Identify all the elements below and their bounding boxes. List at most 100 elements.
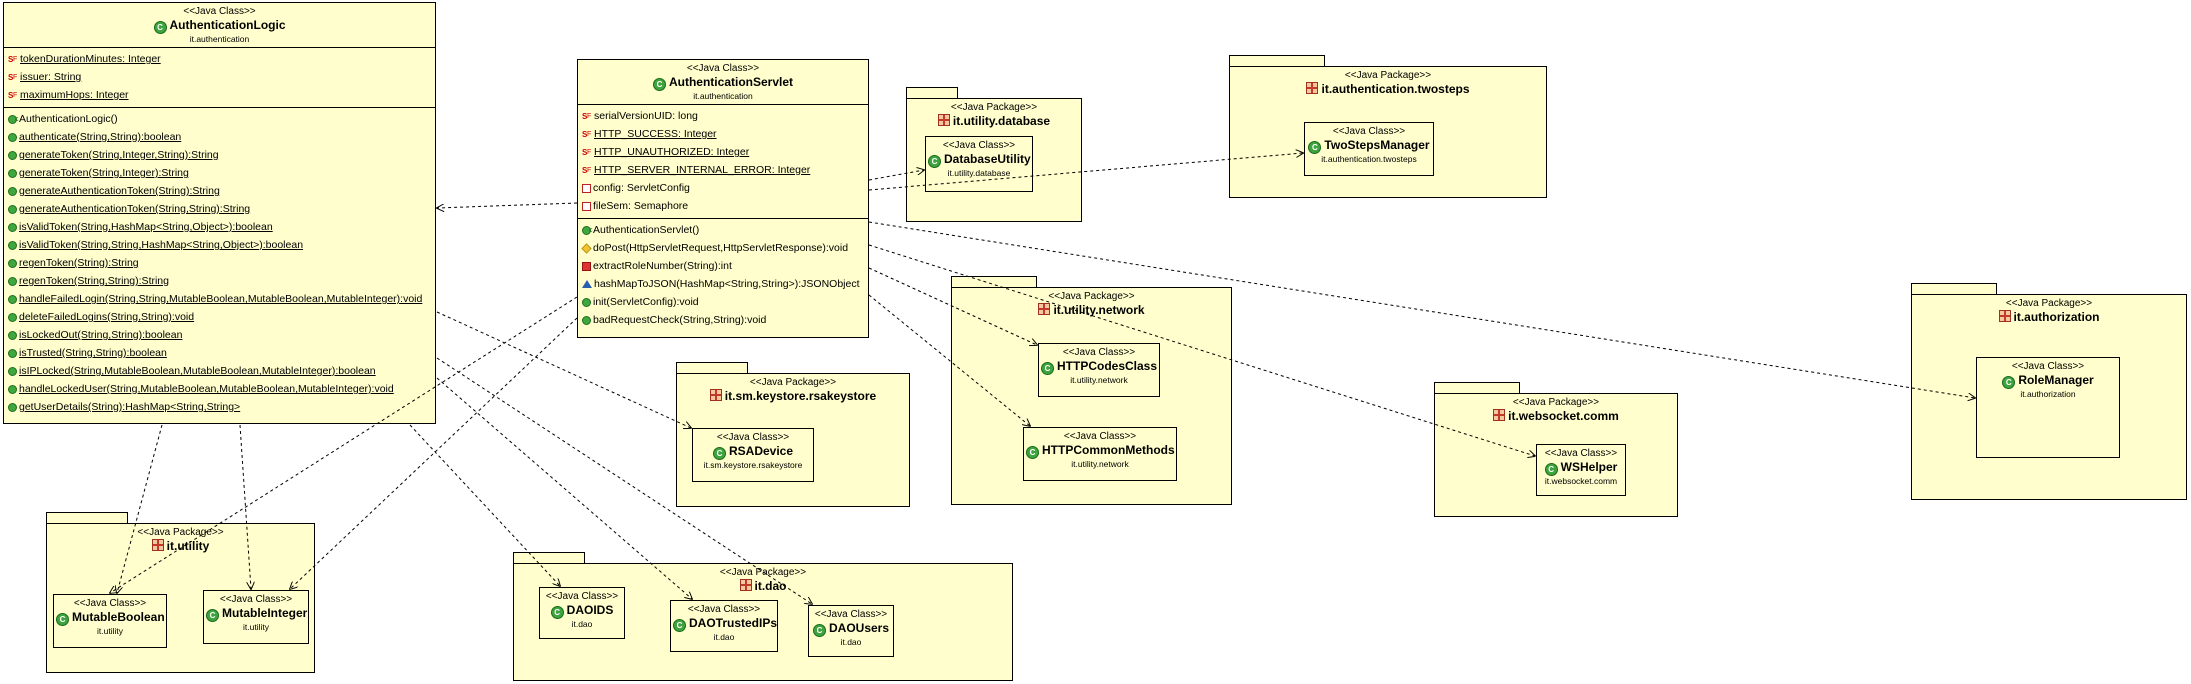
class-stereotype: <<Java Class>> [942,140,1016,151]
field-row[interactable]: fileSem: Semaphore [582,197,865,215]
method-row[interactable]: regenToken(String,String):String [8,272,432,290]
package-stereotype: <<Java Package>> [2005,298,2093,309]
method-row[interactable]: generateToken(String,Integer):String [8,164,432,182]
class-package: it.utility [97,626,123,636]
class-stereotype: <<Java Class>> [2011,361,2085,372]
class-package: it.authentication [693,91,753,101]
class-package: it.authorization [2020,389,2076,399]
field-row[interactable]: tokenDurationMinutes: Integer [8,50,432,69]
static-final-icon [582,144,592,162]
public-method-icon [8,150,17,160]
class-package: it.dao [840,637,862,647]
method-label: generateToken(String,Integer):String [19,167,189,179]
class-icon: C [928,155,941,168]
method-row[interactable]: getUserDetails(String):HashMap<String,St… [8,398,432,416]
method-row[interactable]: generateToken(String,Integer,String):Str… [8,146,432,164]
private-method-icon [582,261,591,271]
field-label: serialVersionUID: long [594,110,698,122]
package-stereotype: <<Java Package>> [137,527,224,538]
method-row[interactable]: isLockedOut(String,String):boolean [8,326,432,344]
field-row[interactable]: HTTP_SUCCESS: Integer [582,125,865,144]
method-row[interactable]: isIPLocked(String,MutableBoolean,Mutable… [8,362,432,380]
method-label: generateAuthenticationToken(String):Stri… [19,185,220,197]
method-row[interactable]: doPost(HttpServletRequest,HttpServletRes… [581,239,865,257]
package-stereotype: <<Java Package>> [1344,70,1432,81]
method-row[interactable]: badRequestCheck(String,String):void [582,311,865,329]
method-label: handleLockedUser(String,MutableBoolean,M… [19,383,394,395]
method-row[interactable]: handleLockedUser(String,MutableBoolean,M… [8,380,432,398]
field-row[interactable]: HTTP_SERVER_INTERNAL_ERROR: Integer [582,161,865,180]
package-stereotype: <<Java Package>> [1512,397,1600,408]
static-final-icon [582,126,592,144]
method-row[interactable]: generateAuthenticationToken(String):Stri… [8,182,432,200]
field-row[interactable]: HTTP_UNAUTHORIZED: Integer [582,143,865,162]
field-row[interactable]: issuer: String [8,68,432,87]
class-name: TwoStepsManager [1324,138,1430,152]
package-method-icon [582,280,592,288]
method-row[interactable]: regenToken(String):String [8,254,432,272]
static-final-icon [582,162,592,180]
method-row[interactable]: AuthenticationLogic() [8,110,432,129]
class-name: RoleManager [2018,373,2094,387]
class-name: DAOIDS [566,603,614,617]
field-row[interactable]: serialVersionUID: long [582,107,865,126]
class-package: it.utility [243,622,269,632]
package-icon [709,389,722,401]
method-row[interactable]: isValidToken(String,String,HashMap<Strin… [8,236,432,254]
package-tab [513,552,585,563]
static-final-icon [8,51,18,69]
public-method-icon [582,297,591,307]
public-method-icon [8,186,17,196]
class-package: it.utility.network [1070,375,1128,385]
method-row[interactable]: authenticate(String,String):boolean [8,128,432,146]
class-package: it.dao [571,619,593,629]
class-stereotype: <<Java Class>> [687,604,761,615]
field-row[interactable]: maximumHops: Integer [8,86,432,105]
class-icon: C [153,21,167,34]
method-row[interactable]: extractRoleNumber(String):int [582,257,865,275]
method-row[interactable]: hashMapToJSON(HashMap<String,String>):JS… [582,275,865,293]
method-row[interactable]: init(ServletConfig):void [582,293,865,311]
package-name: it.authorization [2013,310,2100,324]
method-label: init(ServletConfig):void [593,296,699,308]
class-icon: C [1026,446,1039,459]
method-label: regenToken(String,String):String [19,275,169,287]
class-stereotype: <<Java Class>> [686,63,760,74]
edge-servlet-to-logic [437,202,578,208]
class-stereotype: <<Java Class>> [183,6,256,17]
method-row[interactable]: generateAuthenticationToken(String,Strin… [8,200,432,218]
method-row[interactable]: handleFailedLogin(String,String,MutableB… [8,290,432,308]
field-label: maximumHops: Integer [20,89,129,101]
class-icon: C [652,78,666,91]
class-stereotype: <<Java Class>> [219,594,293,605]
public-method-icon [8,294,17,304]
method-row[interactable]: deleteFailedLogins(String,String):void [8,308,432,326]
method-row[interactable]: isTrusted(String,String):boolean [8,344,432,362]
method-row[interactable]: isValidToken(String,HashMap<String,Objec… [8,218,432,236]
package-name: it.utility.network [1053,303,1145,317]
class-icon: C [206,609,219,622]
class-stereotype: <<Java Class>> [1544,448,1618,459]
package-name: it.dao [754,579,787,593]
protected-method-icon [581,242,592,254]
public-method-icon [8,330,17,340]
package-tab [1911,283,1997,294]
field-row[interactable]: config: ServletConfig [582,179,865,197]
package-name: it.sm.keystore.rsakeystore [724,389,877,403]
method-row[interactable]: AuthenticationServlet() [582,221,865,240]
